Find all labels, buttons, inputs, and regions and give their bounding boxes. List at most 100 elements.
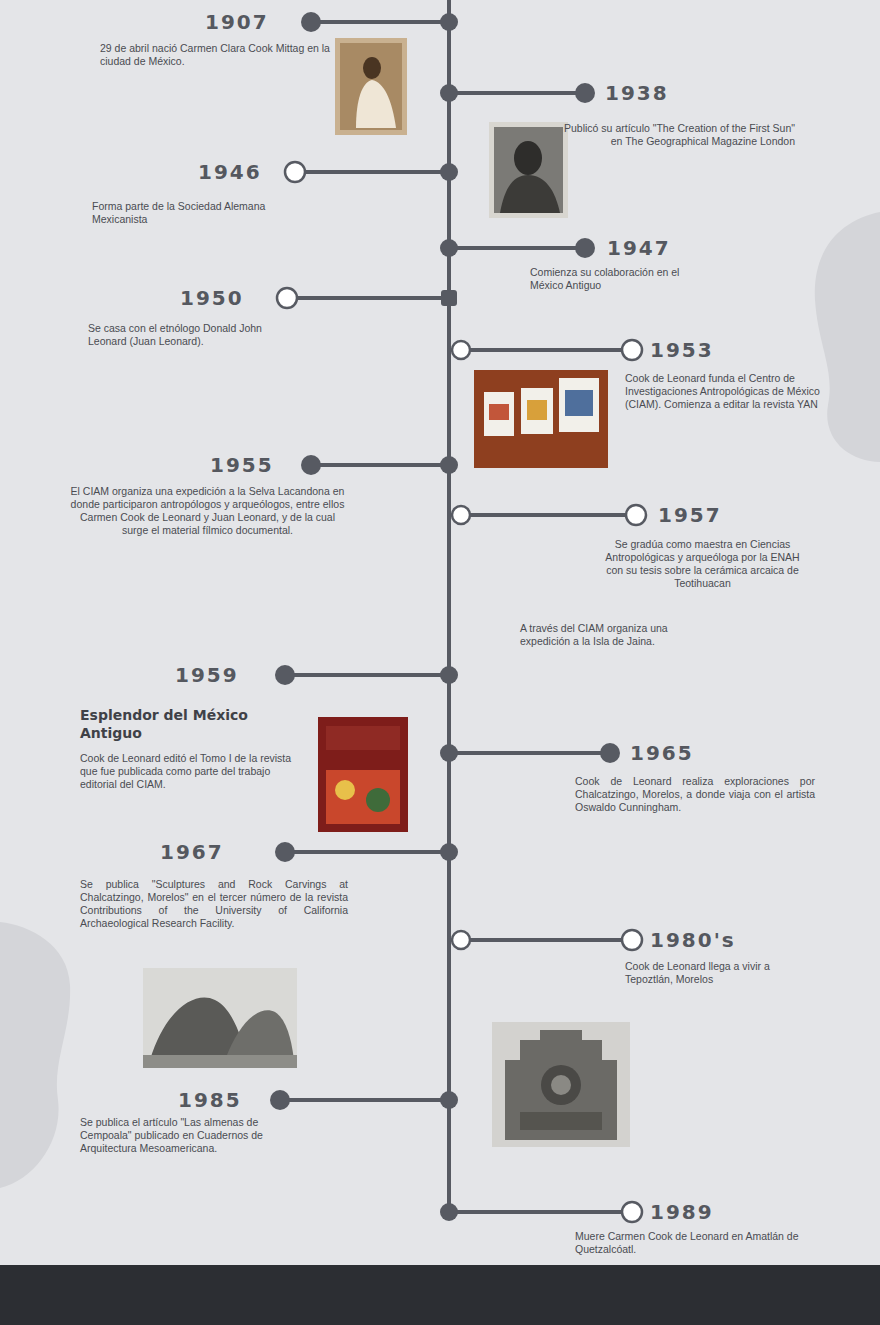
- year-label: 1907: [205, 10, 295, 34]
- branch-line: [287, 296, 449, 300]
- book-art: [366, 788, 390, 812]
- axis-dot: [440, 666, 458, 684]
- magazine: [484, 392, 514, 436]
- year-label: 1955: [210, 453, 300, 477]
- year-label: 1938: [605, 81, 725, 105]
- axis-dot: [440, 1091, 458, 1109]
- hollow-dot: [452, 506, 470, 524]
- branch-line: [295, 170, 449, 174]
- year-label: 1953: [650, 338, 770, 362]
- photo-ground: [340, 43, 402, 130]
- axis-dots: [440, 13, 458, 1221]
- branch-line: [461, 938, 632, 942]
- year-label: 1957: [658, 503, 778, 527]
- event-text: El CIAM organiza una expedición a la Sel…: [70, 485, 345, 537]
- event-text: Publicó su artículo "The Creation of the…: [560, 122, 795, 148]
- magazine-art: [565, 390, 593, 416]
- almena-relief: [541, 1065, 581, 1105]
- photo-ground: [474, 370, 608, 468]
- year-label: 1965: [630, 741, 750, 765]
- almena: [505, 1030, 617, 1140]
- event-text: Muere Carmen Cook de Leonard en Amatlán …: [575, 1230, 805, 1256]
- photo-figure: [363, 57, 381, 79]
- hollow-dot: [622, 1202, 642, 1222]
- branch-line: [449, 91, 585, 95]
- axis-dot: [440, 456, 458, 474]
- almena-photo: [492, 1022, 630, 1147]
- photo-figure: [356, 80, 396, 128]
- event-text: Cook de Leonard funda el Centro de Inves…: [625, 372, 840, 411]
- portrait-photo: [489, 122, 568, 218]
- magazine: [521, 388, 553, 434]
- year-label: 1967: [160, 840, 260, 864]
- end-dot: [301, 12, 321, 32]
- event-text: Se publica el artículo "Las almenas de C…: [80, 1116, 310, 1155]
- background-blob: [815, 212, 880, 462]
- event-text: Cook de Leonard realiza exploraciones po…: [575, 775, 815, 814]
- event-text: Se casa con el etnólogo Donald John Leon…: [88, 322, 298, 348]
- branch-line: [311, 463, 449, 467]
- year-label: 1959: [175, 663, 275, 687]
- branch-line: [280, 1098, 449, 1102]
- end-dot: [301, 455, 321, 475]
- book-cover: [318, 717, 408, 832]
- hollow-dot: [452, 341, 470, 359]
- axis-dot: [440, 744, 458, 762]
- ground: [143, 1055, 297, 1068]
- event-text: Se publica "Sculptures and Rock Carvings…: [80, 878, 348, 930]
- hollow-dot: [622, 340, 642, 360]
- book: [318, 717, 408, 832]
- photo-ground: [494, 127, 563, 213]
- book-art: [335, 780, 355, 800]
- book-title-area: [326, 726, 400, 750]
- event-text: Cook de Leonard editó el Tomo I de la re…: [80, 752, 305, 791]
- almena-relief: [551, 1075, 571, 1095]
- branch-line: [285, 673, 449, 677]
- event-text: Comienza su colaboración en el México An…: [530, 266, 710, 292]
- year-label: 1985: [178, 1088, 273, 1112]
- book-title: Esplendor del México Antiguo: [80, 706, 310, 742]
- branch-line: [461, 513, 636, 517]
- branch-line: [285, 850, 449, 854]
- photo-ground: [143, 968, 297, 1068]
- end-dot: [575, 83, 595, 103]
- year-label: 1947: [607, 236, 727, 260]
- magazine-art: [489, 404, 509, 420]
- end-dot: [270, 1090, 290, 1110]
- event-text: A través del CIAM organiza una expedició…: [520, 622, 720, 648]
- year-label: 1980's: [650, 928, 770, 952]
- year-label: 1989: [650, 1200, 770, 1224]
- end-dots: [270, 12, 620, 1110]
- event-text: 29 de abril nació Carmen Clara Cook Mitt…: [100, 42, 332, 68]
- branch-line: [449, 751, 610, 755]
- hollow-dot: [285, 162, 305, 182]
- portrait-photo: [335, 38, 407, 135]
- footer-bar: [0, 1265, 880, 1325]
- almena-relief: [520, 1112, 602, 1130]
- axis-dot: [440, 843, 458, 861]
- axis-dot: [440, 1203, 458, 1221]
- event-text: Forma parte de la Sociedad Alemana Mexic…: [92, 200, 282, 226]
- timeline-axis: [447, 0, 451, 1212]
- end-dot: [275, 842, 295, 862]
- axis-dot: [441, 290, 457, 306]
- background-blob: [0, 922, 70, 1188]
- year-label: 1946: [198, 160, 288, 184]
- book-art: [326, 770, 400, 824]
- axis-dot: [440, 84, 458, 102]
- magazines-photo: [474, 370, 608, 468]
- branch-line: [449, 1210, 632, 1214]
- hollow-dot: [626, 505, 646, 525]
- photo-ground: [492, 1022, 630, 1147]
- event-text: Se gradúa como maestra en Ciencias Antro…: [600, 538, 805, 590]
- timeline-branches: [280, 22, 636, 1212]
- photo-frame: [489, 122, 568, 218]
- hollow-dot: [277, 288, 297, 308]
- hollow-dots: [277, 162, 646, 1222]
- magazine-art: [527, 400, 547, 420]
- magazine: [559, 378, 599, 432]
- event-text: Cook de Leonard llega a vivir a Tepoztlá…: [625, 960, 805, 986]
- axis-dot: [440, 163, 458, 181]
- axis-dot: [440, 239, 458, 257]
